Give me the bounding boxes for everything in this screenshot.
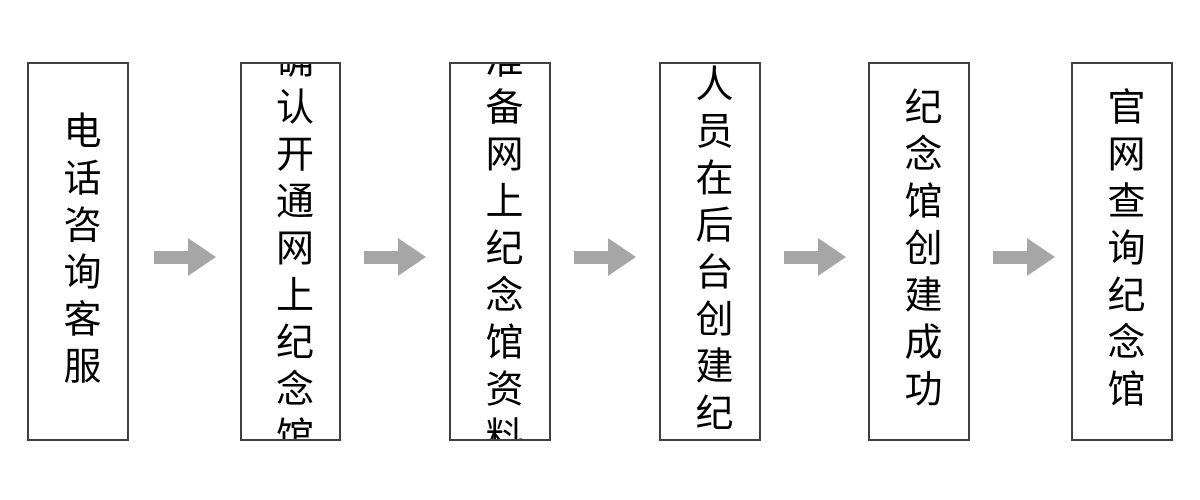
arrow-shaft: [364, 251, 400, 264]
flow-node-4-label-col-1: 创建纪念馆: [688, 298, 733, 441]
flow-node-4-label-col-2: 客服人员在后台: [688, 62, 733, 299]
arrow-head: [188, 238, 216, 276]
arrow-head: [398, 238, 426, 276]
flow-node-4[interactable]: 创建纪念馆 客服人员在后台: [659, 62, 761, 441]
flow-node-2[interactable]: 确认开通网上纪念馆: [240, 62, 341, 441]
flow-node-4-label: 创建纪念馆 客服人员在后台: [686, 62, 734, 441]
arrow-head: [1027, 238, 1055, 276]
arrow-shaft: [574, 251, 610, 264]
arrow-right-icon-5: [993, 238, 1055, 276]
flow-node-1[interactable]: 电话咨询客服: [27, 62, 129, 441]
arrow-right-icon-2: [364, 238, 426, 276]
arrow-right-icon-1: [154, 238, 216, 276]
flow-node-3-label: 准备网上纪念馆资料: [478, 62, 523, 441]
flow-node-5[interactable]: 纪念馆创建成功: [868, 62, 970, 441]
flow-node-6[interactable]: 官网查询纪念馆: [1071, 62, 1173, 441]
flow-node-2-label: 确认开通网上纪念馆: [269, 62, 314, 441]
flow-node-1-label: 电话咨询客服: [56, 110, 101, 393]
flow-node-5-label: 纪念馆创建成功: [897, 87, 942, 416]
arrow-right-icon-4: [784, 238, 846, 276]
flow-node-3[interactable]: 准备网上纪念馆资料: [449, 62, 551, 441]
arrow-shaft: [154, 251, 190, 264]
arrow-shaft: [784, 251, 820, 264]
arrow-right-icon-3: [574, 238, 636, 276]
arrow-head: [608, 238, 636, 276]
arrow-shaft: [993, 251, 1029, 264]
arrow-head: [818, 238, 846, 276]
flow-node-6-label: 官网查询纪念馆: [1100, 87, 1145, 416]
